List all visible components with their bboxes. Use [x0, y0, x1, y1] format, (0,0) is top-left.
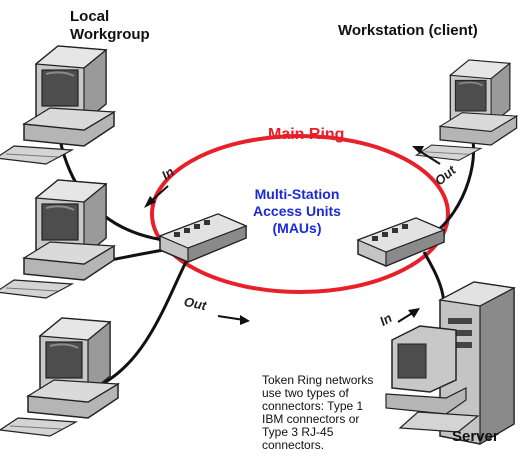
- computer-icon: [0, 45, 115, 165]
- computer-icon: [0, 179, 115, 299]
- hub-icon: [159, 213, 247, 263]
- server-icon: [385, 281, 516, 446]
- server-label: Server: [452, 428, 499, 445]
- workstation-label: Workstation (client): [338, 22, 478, 39]
- mau-label: Multi-Station Access Units (MAUs): [253, 186, 341, 236]
- local-workgroup-label: Local Workgroup: [70, 8, 150, 43]
- main-ring-label: Main Ring: [268, 126, 345, 143]
- cable-pc3: [99, 249, 194, 387]
- hub-icon: [357, 217, 445, 267]
- computer-icon: [0, 317, 119, 437]
- connector-note: Token Ring networks use two types of con…: [262, 373, 374, 452]
- main-ring: [150, 134, 450, 294]
- workstation-icon: [415, 59, 518, 162]
